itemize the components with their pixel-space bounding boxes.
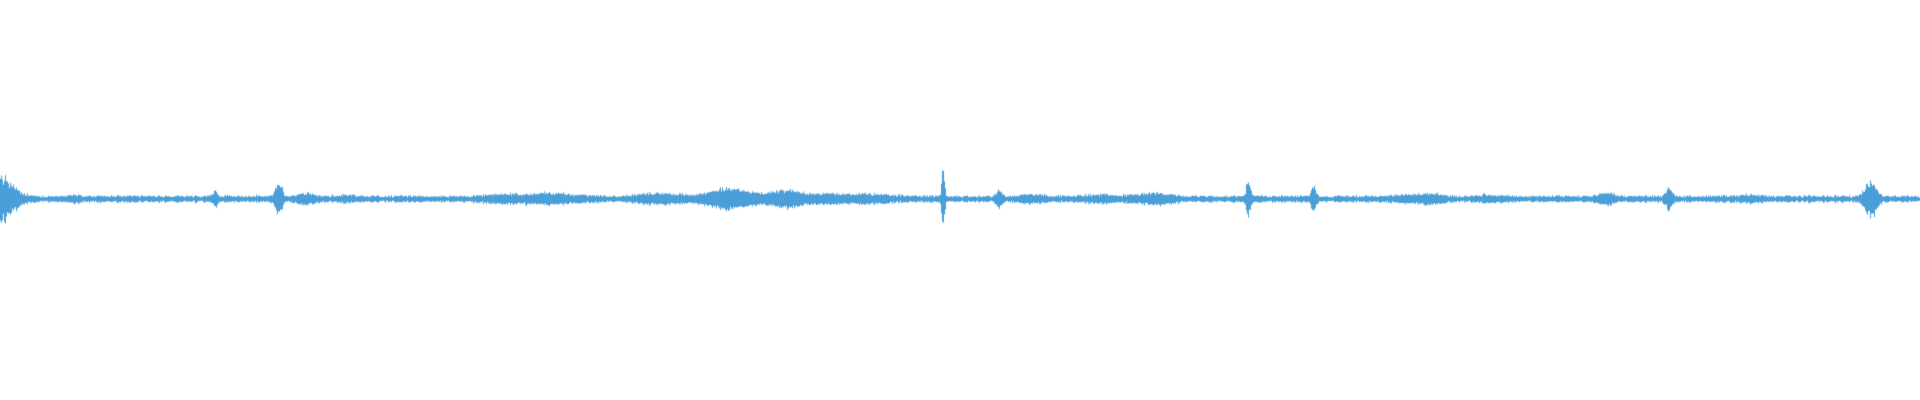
audio-waveform[interactable] xyxy=(0,0,1920,400)
waveform-view[interactable] xyxy=(0,0,1920,400)
